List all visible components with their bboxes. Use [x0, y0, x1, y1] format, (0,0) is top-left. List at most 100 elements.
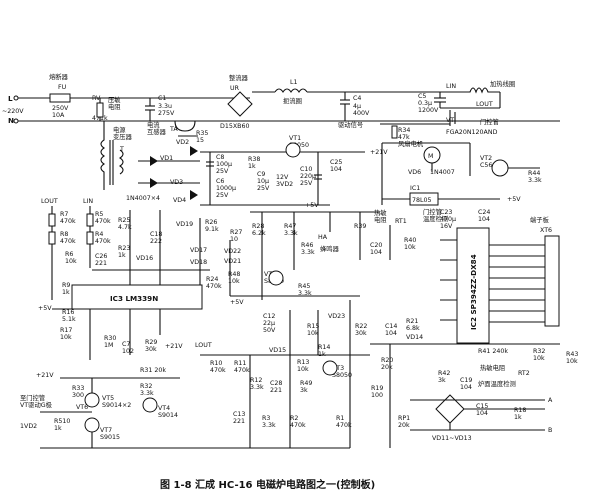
- ntc-title: 热敏电阻: [374, 208, 387, 224]
- supply-diodes: VD2 VD1 VD3 VD4 1N4007×4: [126, 139, 200, 204]
- igbt-temp-title: 门控管温度检测: [423, 207, 448, 223]
- buzzer-label: 蜂鸣器: [320, 244, 340, 253]
- ic2-label: IC2 SP394ZZ-DX84: [469, 254, 478, 330]
- rt1-label: RT1: [395, 218, 407, 225]
- r41-label: R41 240k: [478, 348, 508, 355]
- fan-ref: M: [428, 153, 433, 160]
- pan-temp-title: 炉面温度检测: [478, 379, 516, 388]
- choke-l1: L1 扼流圈: [252, 79, 440, 105]
- vd1-label: VD1: [160, 155, 173, 162]
- coil-title: 加热线圈: [490, 79, 515, 88]
- varistor-ref: RV: [92, 95, 101, 102]
- plus21v-label: +21V: [370, 149, 388, 156]
- vd18-label: VD18: [190, 259, 207, 266]
- bridge-title: 整流器: [229, 73, 249, 82]
- l1-title: 扼流圈: [283, 96, 302, 105]
- vd14-label: VD14: [406, 334, 423, 341]
- lin-left: LIN: [83, 198, 93, 205]
- c5-ref: C5: [418, 93, 426, 100]
- fuse-ref: FU: [58, 84, 67, 91]
- lout-left: LOUT: [41, 198, 58, 205]
- in4007x4-label: 1N4007×4: [126, 195, 160, 202]
- ic2-mcu: IC2 SP394ZZ-DX84: [440, 227, 490, 344]
- terminal-b: B: [548, 427, 552, 434]
- terminal-board-title: 端子板: [530, 215, 550, 224]
- mains-voltage: ~220V: [2, 108, 24, 115]
- power-transformer: 电源变压器 T: [100, 121, 133, 190]
- l1-ref: L1: [290, 79, 298, 86]
- varistor-rv: RV 471k 压敏电阻: [92, 95, 121, 122]
- figure-caption: 图 1-8 汇成 HC-16 电磁炉电路图之一(控制板): [160, 478, 375, 491]
- vt6-label: VT6: [76, 404, 88, 411]
- ic1-part: 78L05: [412, 197, 432, 204]
- igbt-part: FGA20N120AND: [446, 129, 498, 136]
- lout-mid: LOUT: [195, 342, 212, 349]
- plus5v-left: +5V: [38, 305, 52, 312]
- vd21-label: VD21: [224, 258, 241, 265]
- plus5v-ic3: +5V: [230, 299, 244, 306]
- r31-label: R31 20k: [140, 367, 166, 374]
- vd-bridge-label: VD11~VD13: [432, 435, 472, 442]
- c4-ref: C4: [353, 95, 361, 102]
- vd19-label: VD19: [176, 221, 193, 228]
- vd6-part: 1N4007: [430, 169, 455, 176]
- vd22-label: VD22: [224, 248, 241, 255]
- varistor-title: 压敏电阻: [108, 95, 121, 111]
- plus5v-mid: +5V: [305, 202, 319, 209]
- trafo-ref: T: [119, 146, 124, 153]
